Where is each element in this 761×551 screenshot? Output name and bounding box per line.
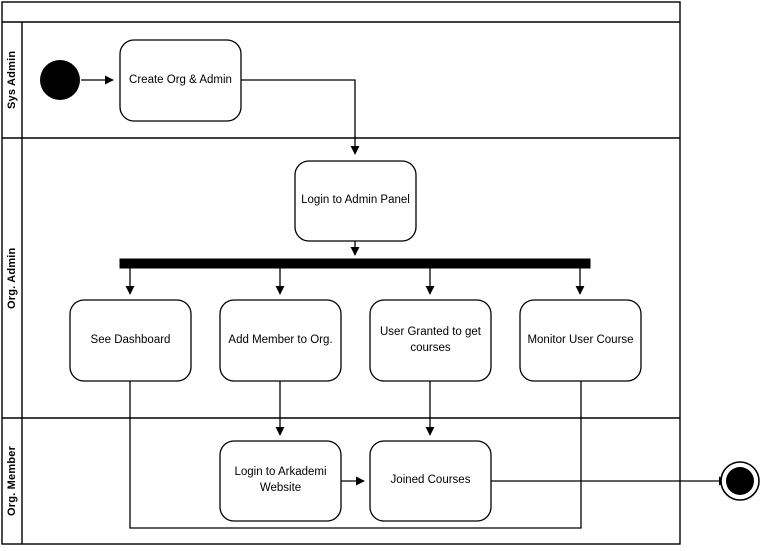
pool-outer-border [1,1,681,545]
lane-label-org-admin: Org. Admin [6,247,18,309]
activity-user-granted-to-get-courses[interactable] [369,299,492,382]
activity-create-org-admin[interactable] [119,39,242,122]
edge-see-dashboard-to-monitor-user-course-loop [129,381,582,529]
lane-label-org-member: Org. Member [6,445,18,517]
end-node[interactable] [720,461,760,501]
connectors [81,75,728,529]
activity-login-admin-panel[interactable] [294,160,417,242]
edge-create-org-to-login-admin-panel [241,79,360,155]
swimlane-pool [1,1,681,545]
activity-login-to-arkademi-website[interactable] [219,440,342,522]
activity-add-member-to-org[interactable] [219,299,342,382]
node-shapes [40,39,760,522]
activity-joined-courses[interactable] [369,440,492,522]
start-node[interactable] [40,60,80,100]
lane-label-sys-admin: Sys Admin [6,50,18,110]
activity-monitor-user-course[interactable] [519,299,642,382]
fork-bar[interactable] [119,258,591,269]
activity-see-dashboard[interactable] [69,299,192,382]
